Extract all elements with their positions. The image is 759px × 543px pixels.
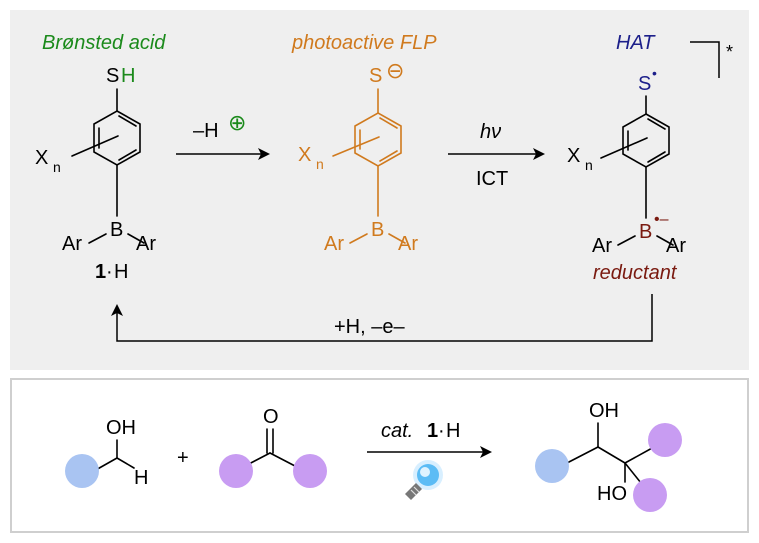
compound-H: H — [114, 261, 128, 283]
product-blue-ball — [535, 449, 569, 483]
compound-number: 1 — [95, 261, 106, 283]
thiyl-radical: • — [652, 65, 657, 81]
compound-dot: · — [106, 261, 113, 283]
aryl-right-3: Ar — [666, 235, 686, 257]
alcohol-substrate: OH H — [65, 417, 148, 489]
return-label: +H, –e– — [334, 316, 405, 338]
catalytic-arrowhead — [480, 446, 492, 458]
product-purple-ball-top — [648, 423, 682, 457]
deprotonation-arrowhead — [258, 148, 270, 160]
aryl-right-2: Ar — [398, 233, 418, 255]
catalyst-prefix: cat. — [381, 420, 413, 442]
substituent-X-2: X — [298, 144, 311, 166]
boron-3: B — [639, 221, 652, 243]
aryl-left-1: Ar — [62, 233, 82, 255]
thiol-H: H — [121, 65, 135, 87]
substituent-n-3: n — [585, 157, 593, 173]
ketone-O: O — [263, 406, 279, 428]
thiolate-S: S — [369, 65, 382, 87]
hat-heading: HAT — [616, 32, 656, 54]
hv-label: hν — [480, 121, 501, 143]
blue-substituent-ball — [65, 454, 99, 488]
excited-star: * — [726, 42, 733, 62]
boron-2: B — [371, 219, 384, 241]
product-HO: HO — [597, 483, 627, 505]
diol-product: OH HO — [535, 400, 682, 512]
catalyst-dot: · — [438, 420, 445, 442]
reductant-label: reductant — [593, 262, 678, 284]
catalyst-H: H — [446, 420, 460, 442]
boron-1: B — [110, 219, 123, 241]
aryl-right-1: Ar — [136, 233, 156, 255]
thiol-S: S — [106, 65, 119, 87]
substituent-n-1: n — [53, 159, 61, 175]
substituent-X-1: X — [35, 147, 48, 169]
product-purple-ball-bottom — [633, 478, 667, 512]
aryl-left-2: Ar — [324, 233, 344, 255]
photoactive-flp-heading: photoactive FLP — [291, 32, 437, 54]
minus-H-label: –H — [193, 120, 219, 142]
top-panel — [10, 10, 749, 370]
light-bulb-icon — [405, 460, 443, 500]
hat-molecule: S • X n B •– Ar Ar reductant — [567, 65, 686, 284]
return-loop — [116, 294, 653, 342]
photoexcitation-arrowhead — [533, 148, 545, 160]
product-OH: OH — [589, 400, 619, 422]
substituent-X-3: X — [567, 145, 580, 167]
plus-sign: + — [177, 447, 189, 469]
excited-state-bracket — [690, 41, 720, 78]
plus-charge: ⊕ — [228, 110, 246, 135]
substituent-n-2: n — [316, 156, 324, 172]
thiolate-charge: ⊖ — [386, 58, 404, 83]
purple-substituent-ball-left — [219, 454, 253, 488]
alcohol-H: H — [134, 467, 148, 489]
bottom-panel — [10, 378, 749, 533]
thiyl-S: S — [638, 73, 651, 95]
bronsted-acid-molecule: S H X n B Ar Ar 1 · H — [35, 65, 156, 283]
bronsted-acid-heading: Brønsted acid — [42, 32, 166, 54]
purple-substituent-ball-right — [293, 454, 327, 488]
alcohol-OH: OH — [106, 417, 136, 439]
flp-molecule: S ⊖ X n B Ar Ar — [298, 58, 418, 255]
catalyst-number: 1 — [427, 420, 438, 442]
boron-radical-anion: •– — [654, 211, 669, 228]
ict-label: ICT — [476, 168, 508, 190]
return-arrowhead — [111, 304, 123, 316]
ketone-substrate: O — [219, 406, 327, 488]
aryl-left-3: Ar — [592, 235, 612, 257]
